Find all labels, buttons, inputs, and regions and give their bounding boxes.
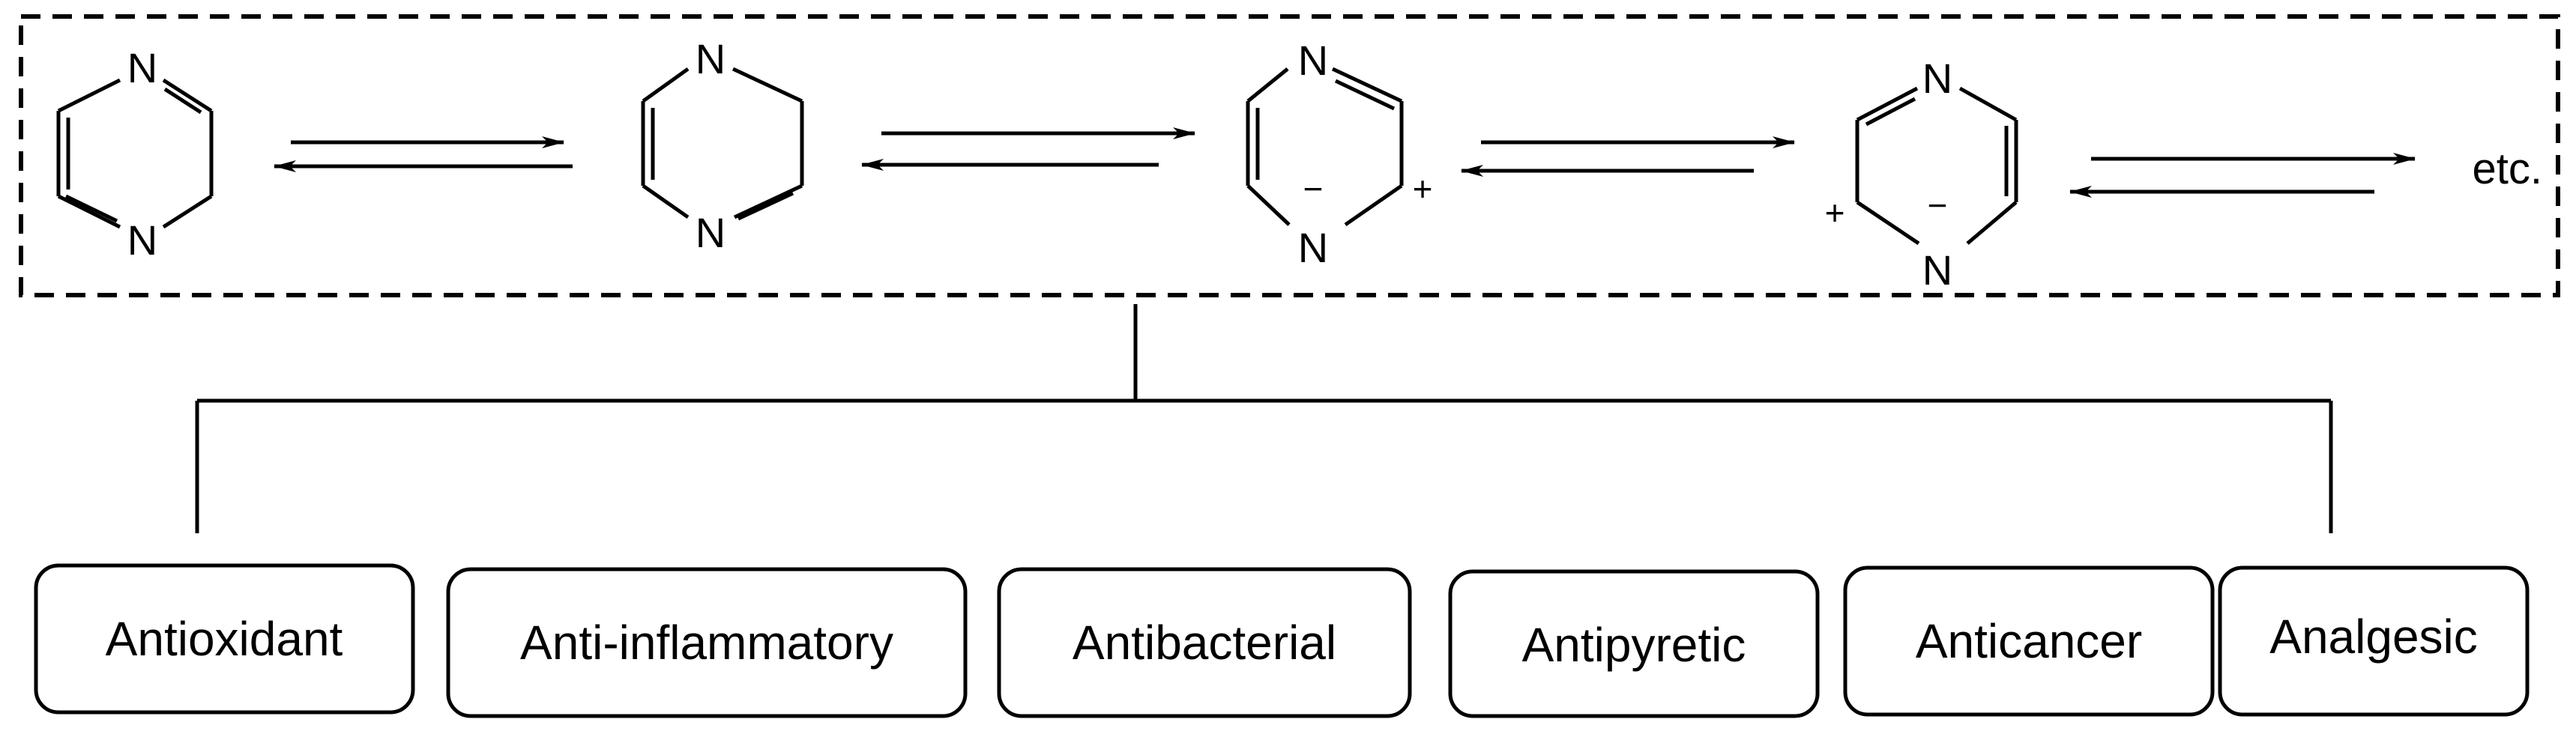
pyrazine-structure-1 — [56, 78, 214, 229]
connector-lines — [195, 304, 2333, 533]
structure-1-bottom-n-atom: N — [127, 216, 157, 264]
structure-3-top-n-atom: N — [1298, 37, 1328, 84]
activity-label-antioxidant: Antioxidant — [106, 612, 343, 666]
activity-label-anticancer: Anticancer — [1916, 614, 2142, 668]
structure-2-bottom-n-atom: N — [696, 209, 726, 256]
equilibrium-arrow-4 — [2069, 153, 2416, 198]
activity-box-antipyretic: Antipyretic — [1448, 569, 1820, 718]
activity-box-anticancer: Anticancer — [1843, 565, 2215, 717]
structure-1-top-n-atom: N — [127, 44, 157, 91]
structure-2-top-n-atom: N — [696, 35, 726, 82]
equilibrium-arrow-3 — [1461, 136, 1795, 177]
equilibrium-arrow-2 — [861, 127, 1195, 171]
structure-4-top-n-atom: N — [1922, 55, 1952, 102]
equilibrium-arrow-1 — [274, 136, 573, 172]
etc-label: etc. — [2473, 145, 2543, 193]
activity-box-antibacterial: Antibacterial — [997, 567, 1412, 718]
structure-4-bottom-n-atom: N — [1922, 246, 1952, 294]
structure-3-bottom-n-atom: N — [1298, 224, 1328, 271]
activity-label-analgesic: Analgesic — [2269, 610, 2478, 664]
activity-label-antibacterial: Antibacterial — [1073, 616, 1336, 670]
pyrazine-structure-2 — [641, 67, 804, 221]
activity-box-antioxidant: Antioxidant — [34, 563, 415, 715]
activity-label-antipyretic: Antipyretic — [1522, 618, 1746, 672]
pyrazine-structure-4 — [1855, 86, 2018, 246]
structure-4-positive-charge: + — [1825, 193, 1845, 232]
activity-label-anti-inflammatory: Anti-inflammatory — [520, 616, 893, 670]
structure-4-negative-charge: − — [1928, 186, 1948, 225]
structure-3-positive-charge: + — [1413, 169, 1433, 208]
pyrazine-structure-3 — [1246, 67, 1404, 227]
resonance-frame — [19, 14, 2560, 297]
activity-box-analgesic: Analgesic — [2218, 565, 2530, 717]
structure-3-negative-charge: − — [1303, 169, 1324, 208]
activity-box-anti-inflammatory: Anti-inflammatory — [446, 567, 968, 718]
